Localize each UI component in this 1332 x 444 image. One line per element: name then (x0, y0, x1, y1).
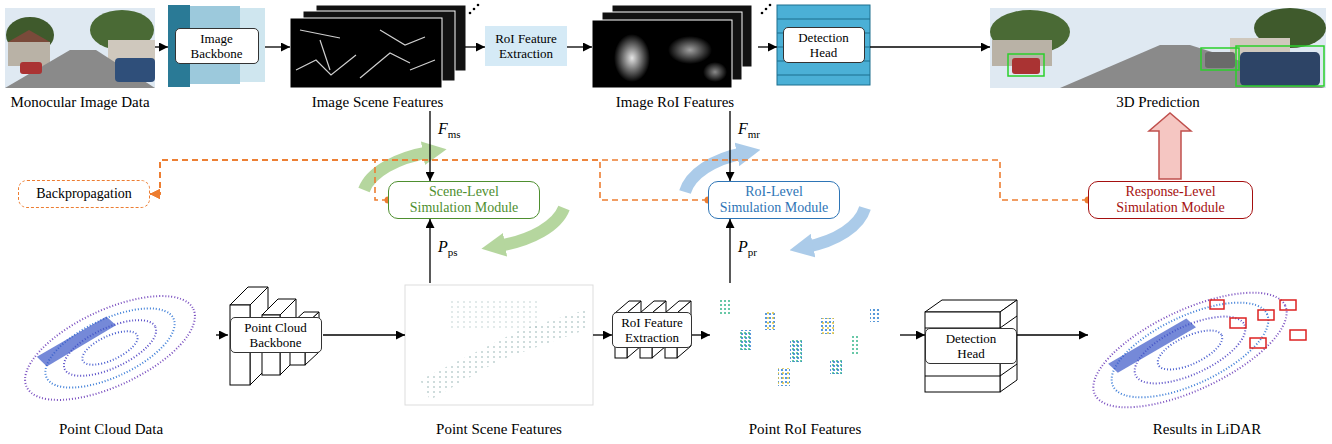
image-panel: Image Scene Features (290, 5, 465, 111)
detection-head-block (777, 5, 870, 85)
street-photo (5, 8, 155, 88)
signal-label: Ppr (736, 238, 759, 261)
box-label: Detection Head (925, 328, 1017, 364)
process-box: RoI Feature Extraction (485, 26, 567, 66)
signal-label: Fmr (736, 120, 762, 143)
feature-maps (290, 4, 479, 88)
panel-caption: Point Cloud Data (59, 420, 163, 438)
scene-feature-points (405, 285, 593, 405)
detection-head-cube (925, 300, 1017, 392)
roi-point-clusters (720, 300, 880, 386)
flow-arrow (1017, 334, 1088, 335)
panel-caption: Image RoI Features (616, 93, 734, 111)
image-panel: Image RoI Features (592, 5, 758, 111)
signal-label: Pps (436, 238, 460, 261)
panel-caption: Point Scene Features (436, 420, 562, 438)
network-block: Point Cloud Backbone (228, 285, 323, 385)
flow-arrow (870, 46, 990, 47)
box-label: RoI-Level Simulation Module (717, 184, 831, 216)
flow-arrow (567, 46, 592, 47)
flow-arrow (429, 219, 430, 283)
image-panel: 3D Prediction (990, 5, 1326, 111)
box-label: Image Backbone (175, 28, 259, 64)
backprop-line (150, 160, 1088, 200)
prediction-photo (990, 8, 1326, 88)
image-panel: Results in LiDAR (1088, 283, 1326, 438)
flow-arrow (323, 334, 405, 335)
simulation-module: Scene-Level Simulation Module (388, 181, 540, 219)
response-arrow (1149, 113, 1191, 179)
network-block: Detection Head (925, 300, 1017, 392)
panel-caption: Monocular Image Data (10, 93, 149, 111)
image-panel: Point Cloud Data (6, 283, 216, 438)
flow-arrow (758, 46, 777, 47)
box-label: Response-Level Simulation Module (1097, 184, 1244, 216)
panel-caption: 3D Prediction (1116, 93, 1200, 111)
image-panel: Point RoI Features (710, 283, 900, 438)
backprop-box: Backpropagation (18, 180, 150, 208)
box-label: Backpropagation (36, 186, 132, 202)
box-label: RoI Feature Extraction (612, 312, 692, 348)
box-label: Scene-Level Simulation Module (397, 184, 531, 216)
backbone-layers (168, 5, 265, 87)
flow-arrow (155, 46, 168, 47)
box-label: Detection Head (783, 27, 865, 63)
flow-arrow (900, 334, 925, 335)
flow-arrow (429, 111, 430, 181)
flow-arrow (593, 334, 612, 335)
flow-arrow (265, 46, 290, 47)
box-label: Point Cloud Backbone (230, 317, 322, 353)
point-cloud (11, 275, 210, 422)
flow-arrow (216, 334, 228, 335)
box-label: RoI Feature Extraction (489, 31, 563, 61)
roi-feature-maps (592, 4, 771, 88)
simulation-module: RoI-Level Simulation Module (708, 181, 840, 219)
network-block: Detection Head (777, 5, 870, 85)
flow-arrow (465, 46, 485, 47)
flow-arrow (729, 219, 730, 283)
flow-arrow (692, 334, 710, 335)
network-block: Image Backbone (168, 5, 265, 87)
image-panel: Point Scene Features (405, 283, 593, 438)
image-panel: Monocular Image Data (5, 5, 155, 111)
flow-arrow (729, 111, 730, 181)
simulation-module: Response-Level Simulation Module (1088, 181, 1253, 219)
panel-caption: Results in LiDAR (1153, 420, 1261, 438)
network-block: RoI Feature Extraction (612, 300, 692, 360)
panel-caption: Point RoI Features (749, 420, 862, 438)
signal-label: Fms (436, 120, 463, 143)
lidar-result (1078, 269, 1306, 430)
panel-caption: Image Scene Features (312, 93, 444, 111)
backprop-line (150, 160, 388, 200)
